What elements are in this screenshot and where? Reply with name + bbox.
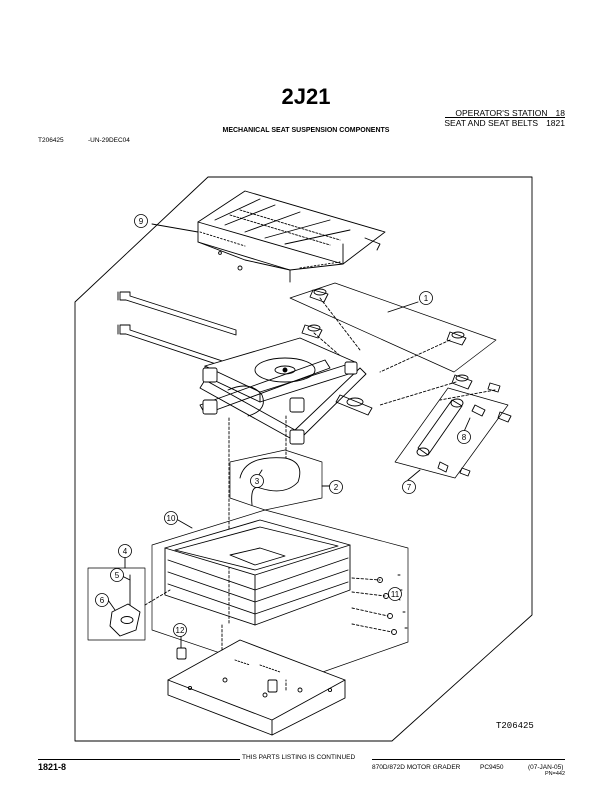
callout-5 (110, 568, 124, 582)
bottom-plate (167, 624, 346, 736)
scissor-mechanism (199, 337, 373, 445)
callout-6 (95, 593, 109, 607)
page-sequence: PN=442 (544, 771, 565, 777)
print-date: (07-JAN-05) (528, 764, 564, 771)
shock-absorber (416, 398, 486, 477)
subsection-number: 1821 (546, 118, 565, 128)
section-heading: OPERATOR'S STATION 18 (455, 108, 565, 118)
callout-11 (388, 587, 402, 601)
callout-label-11: 11 (391, 590, 400, 599)
section-number: 18 (555, 108, 565, 118)
callout-label-6: 6 (100, 596, 105, 605)
continued-notice: THIS PARTS LISTING IS CONTINUED (242, 754, 356, 761)
callout-label-7: 7 (407, 483, 412, 492)
figure-caption: MECHANICAL SEAT SUSPENSION COMPONENTS (222, 127, 390, 134)
callout-8 (457, 430, 471, 444)
adjust-knob (109, 574, 141, 637)
cable-box (229, 449, 323, 511)
footer-rule-right (372, 759, 565, 760)
leader-10 (177, 519, 193, 529)
figure-id: T206425 (38, 137, 64, 144)
callout-9 (134, 214, 148, 228)
diagram-frame (74, 176, 533, 742)
pivot-pins (301, 288, 512, 423)
guide-rods (117, 291, 259, 379)
callout-1 (419, 291, 433, 305)
base-frame (151, 509, 409, 681)
model-name: 870D/872D MOTOR GRADER (372, 764, 461, 771)
leader-7 (407, 469, 421, 481)
subsection-name: SEAT AND SEAT BELTS (444, 118, 539, 128)
leader-1 (387, 301, 419, 313)
header-rule (445, 117, 565, 118)
callout-3 (250, 474, 264, 488)
callout-label-2: 2 (334, 483, 339, 492)
seat-top-plate (197, 190, 386, 283)
callout-2 (329, 480, 343, 494)
callout-4 (118, 544, 132, 558)
section-name: OPERATOR'S STATION (455, 108, 548, 118)
callout-label-10: 10 (167, 514, 176, 523)
subsection-heading: SEAT AND SEAT BELTS 1821 (444, 118, 565, 128)
callouts (95, 214, 471, 637)
knob-box (87, 567, 146, 641)
callout-12 (173, 623, 187, 637)
pin-leaders (313, 297, 496, 406)
callout-label-1: 1 (424, 294, 429, 303)
page-title: 2J21 (281, 84, 331, 109)
callout-7 (402, 480, 416, 494)
callout-label-5: 5 (115, 571, 120, 580)
callout-label-3: 3 (255, 477, 260, 486)
footer-rule-left (38, 759, 240, 760)
shock-box (394, 387, 509, 479)
page-number: 1821-8 (38, 762, 67, 772)
callout-label-4: 4 (123, 547, 128, 556)
cable-loop (239, 457, 301, 506)
pc-number: PC9450 (480, 764, 504, 771)
figure-date: -UN-29DEC04 (88, 137, 130, 144)
diagram-watermark-id: T206425 (496, 721, 534, 731)
leader-9 (151, 223, 199, 233)
leader-6 (107, 599, 116, 611)
callout-label-12: 12 (176, 626, 185, 635)
callout-label-9: 9 (139, 217, 144, 226)
pin-group-box (289, 282, 497, 373)
callout-label-8: 8 (462, 433, 467, 442)
callout-10 (164, 511, 178, 525)
